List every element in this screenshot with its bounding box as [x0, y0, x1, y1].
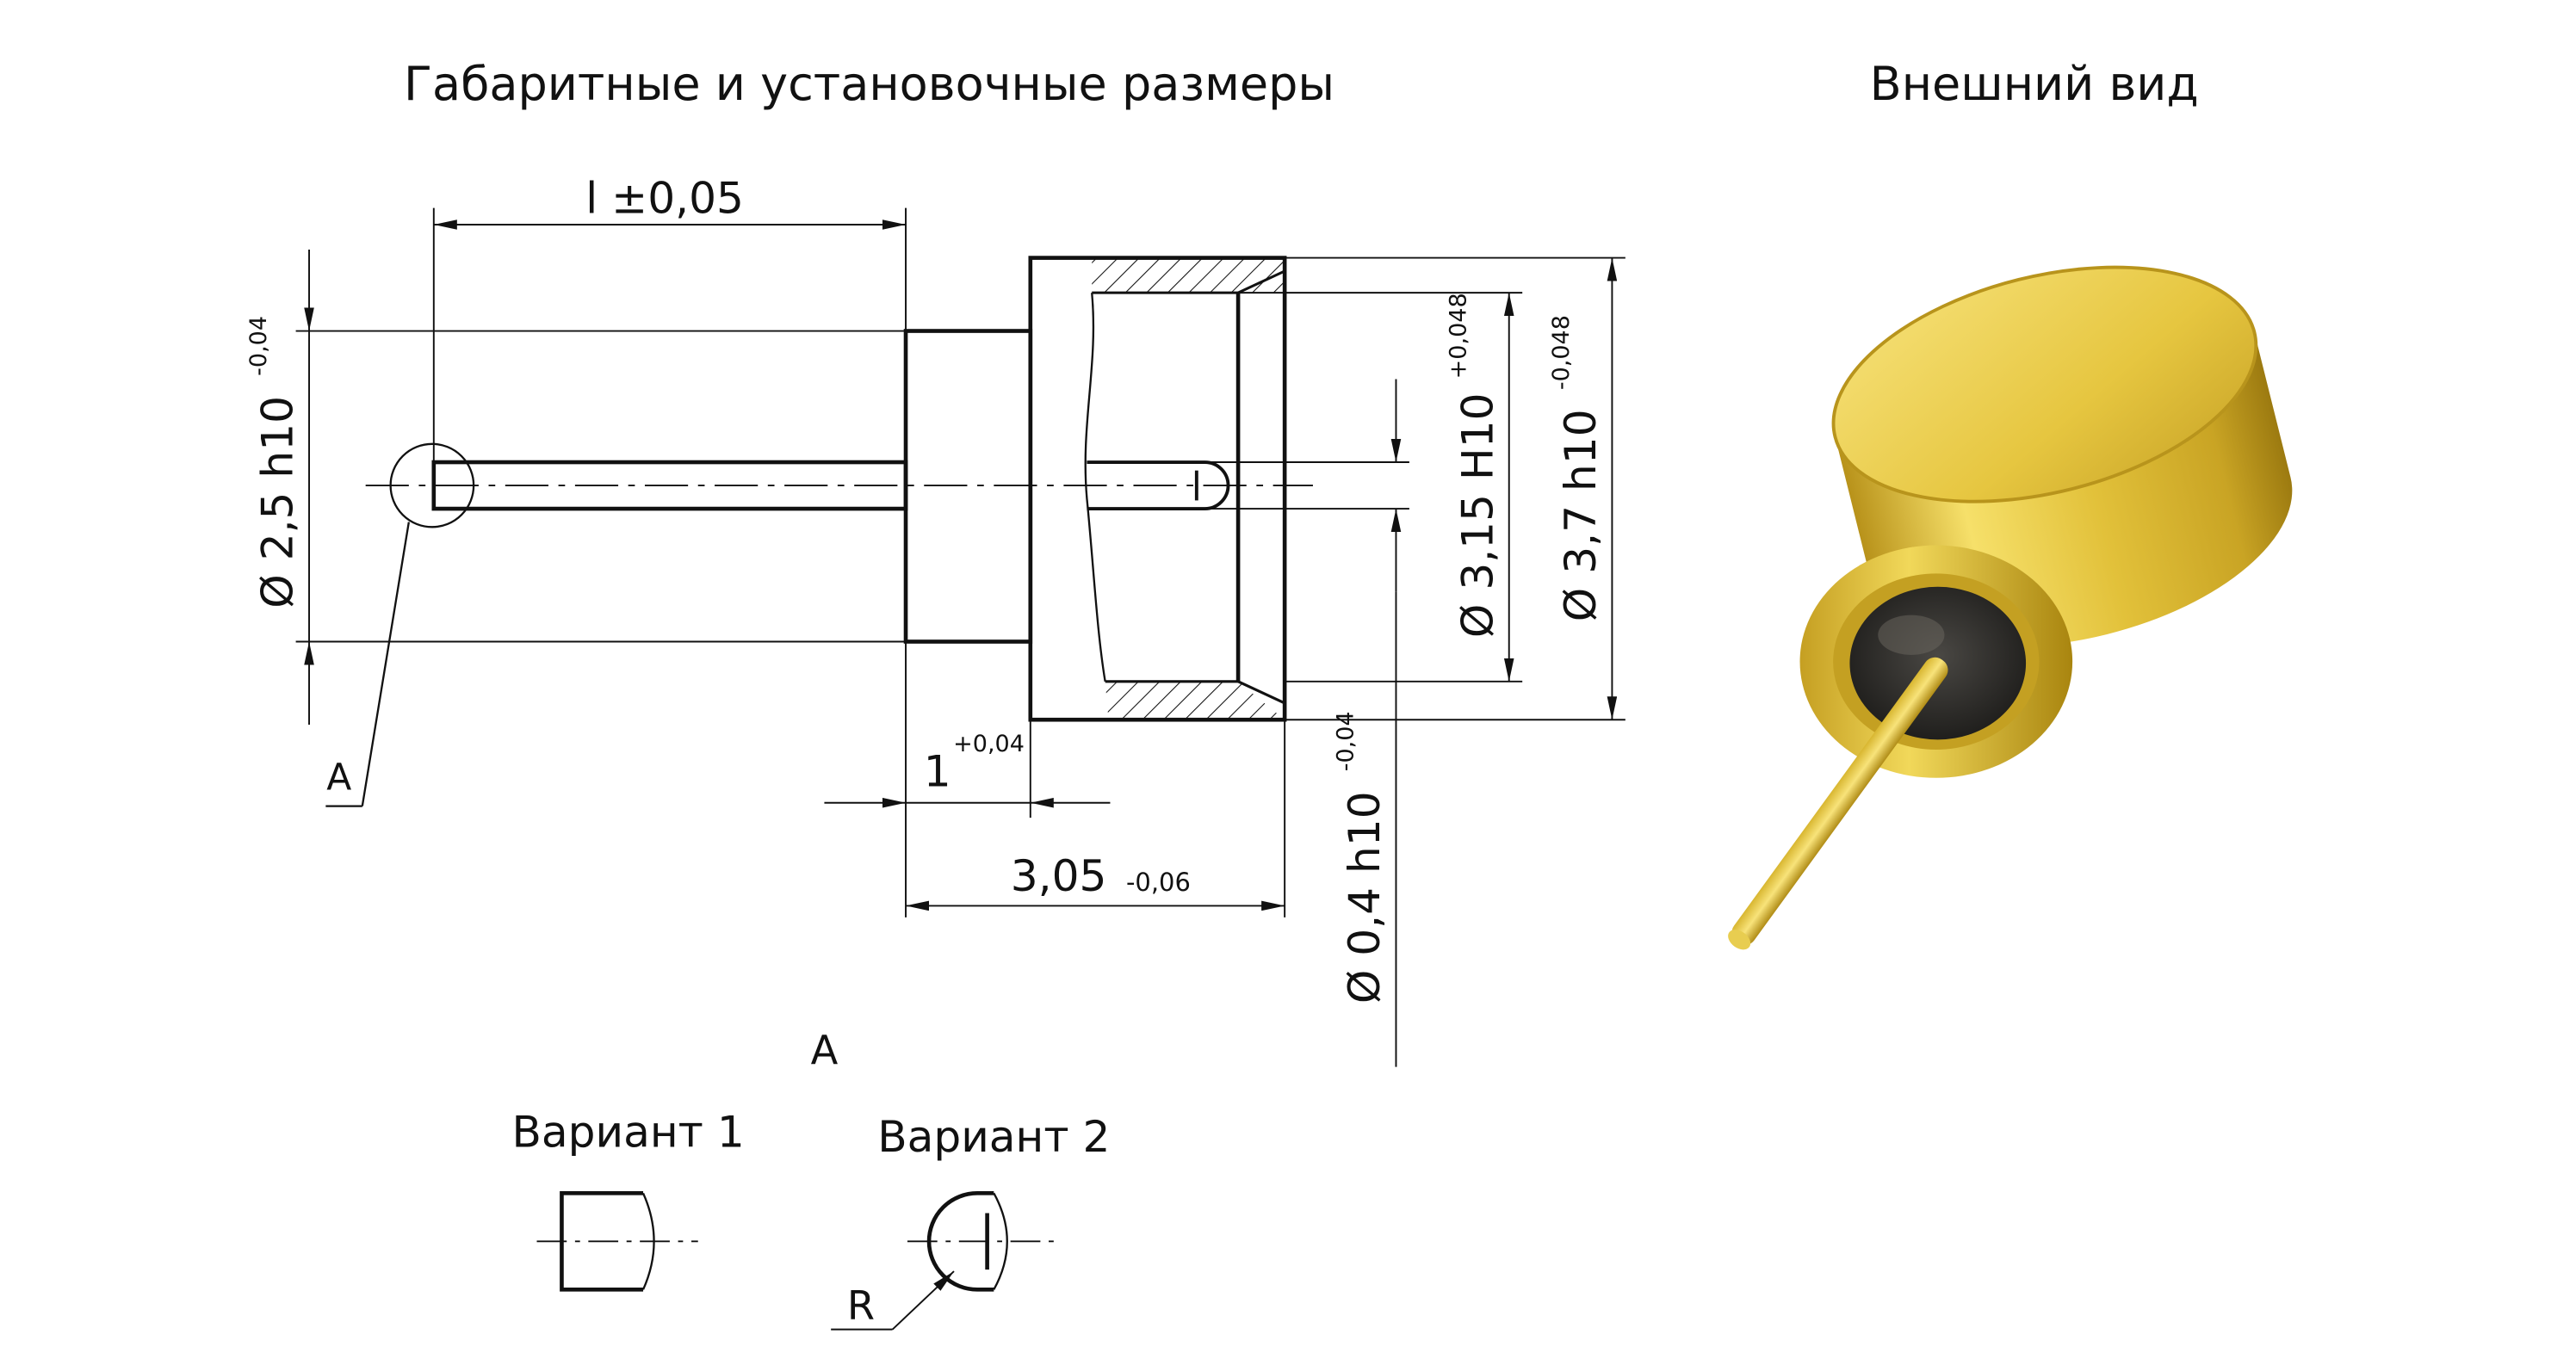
dim-step-1-text: 1 — [924, 745, 951, 796]
dim-dia-04 — [1196, 379, 1409, 1067]
detail-callout — [325, 442, 475, 807]
dim-length-305-tol: -0,06 — [1126, 868, 1191, 897]
variant-1-drawing — [536, 1191, 698, 1292]
dim-dia-37-text: Ø 3,7 h10 — [1555, 409, 1606, 621]
variant-1-label: Вариант 1 — [512, 1106, 745, 1157]
hatch-bottom — [1105, 681, 1285, 720]
dim-dia-315-text: Ø 3,15 H10 — [1452, 392, 1502, 638]
pin — [431, 460, 908, 511]
dim-dia-25-tol: -0,04 — [245, 316, 272, 376]
break-line — [1084, 293, 1106, 683]
callout-label: A — [326, 757, 351, 799]
dim-dia-37 — [1285, 256, 1625, 721]
detail-view-label: A — [811, 1027, 839, 1073]
dim-dia-315-tol: +0,048 — [1446, 293, 1472, 379]
dim-length-305 — [906, 720, 1286, 917]
dim-dia-04-text: Ø 0,4 h10 — [1339, 791, 1390, 1004]
dim-dia-25-text: Ø 2,5 h10 — [252, 396, 303, 608]
dim-step-1-tol: +0,04 — [953, 731, 1025, 757]
photo-pin — [1731, 657, 1948, 946]
dim-dia-37-tol: -0,048 — [1548, 315, 1575, 390]
body-top — [1833, 267, 2257, 502]
dim-length-305-text: 3,05 — [1011, 850, 1107, 901]
connector-photo — [1628, 150, 2493, 1147]
radius-label: R — [847, 1282, 875, 1329]
dim-dia-04-tol: -0,04 — [1332, 711, 1359, 771]
outer-body — [1028, 256, 1287, 722]
appearance-title: Внешний вид — [1870, 57, 2199, 111]
connector-section-view — [365, 256, 1313, 722]
dim-dia-25 — [295, 249, 907, 726]
dimensions-title: Габаритные и установочные размеры — [404, 57, 1334, 111]
dim-step-1 — [824, 641, 1111, 917]
dim-length-l — [432, 207, 907, 463]
variant-2-label: Вариант 2 — [877, 1111, 1110, 1162]
hatch-top — [1092, 257, 1285, 293]
dim-dia-315 — [1238, 292, 1523, 683]
dim-length-l-text: l ±0,05 — [585, 172, 744, 223]
variant-2-drawing — [831, 1191, 1061, 1331]
